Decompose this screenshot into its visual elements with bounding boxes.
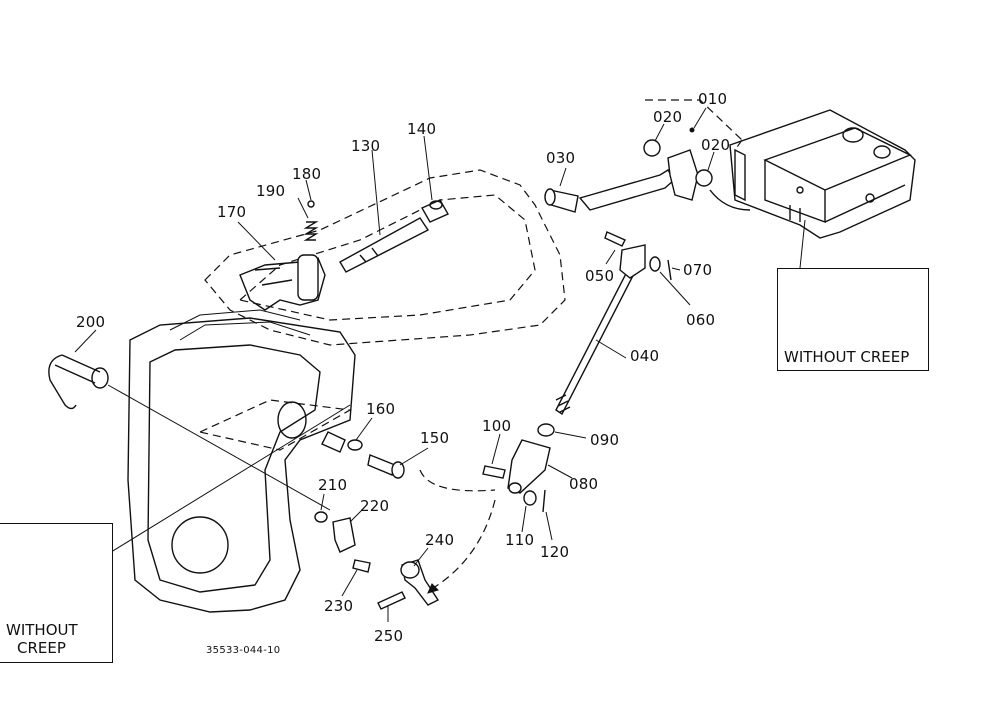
label-030: 030 bbox=[546, 149, 576, 167]
label-120: 120 bbox=[540, 543, 570, 561]
lever-hub-010 bbox=[667, 149, 699, 201]
cotter-120 bbox=[542, 489, 546, 513]
clevis-050 bbox=[619, 244, 646, 279]
label-080: 080 bbox=[569, 475, 599, 493]
bolt-150 bbox=[367, 454, 396, 476]
clevis-080 bbox=[507, 439, 551, 494]
drawing-reference-number: 35533-044-10 bbox=[206, 645, 281, 656]
label-130: 130 bbox=[351, 137, 381, 155]
label-170: 170 bbox=[217, 203, 247, 221]
washer-160 bbox=[347, 439, 363, 451]
cotter-070 bbox=[667, 259, 672, 281]
nut-090 bbox=[537, 423, 555, 437]
label-140: 140 bbox=[407, 120, 437, 138]
case-inner-outline bbox=[238, 194, 536, 321]
housing-body bbox=[127, 317, 356, 613]
label-110: 110 bbox=[505, 531, 535, 549]
label-190: 190 bbox=[256, 182, 286, 200]
label-060: 060 bbox=[686, 311, 716, 329]
label-070: 070 bbox=[683, 261, 713, 279]
housing-boss bbox=[277, 401, 307, 439]
lever-bracket-housing bbox=[729, 109, 916, 239]
label-020-left: 020 bbox=[653, 108, 683, 126]
label-050: 050 bbox=[585, 267, 615, 285]
label-200: 200 bbox=[76, 313, 106, 331]
label-250: 250 bbox=[374, 627, 404, 645]
bushing-020-right bbox=[695, 169, 713, 187]
detent-spring bbox=[303, 221, 319, 241]
pin-050 bbox=[604, 231, 626, 247]
label-100: 100 bbox=[482, 417, 512, 435]
detent-ball bbox=[307, 200, 315, 208]
label-010: 010 bbox=[698, 90, 728, 108]
o-ring-210 bbox=[314, 511, 328, 523]
shift-lever-rod bbox=[578, 169, 675, 211]
label-210: 210 bbox=[318, 476, 348, 494]
label-040: 040 bbox=[630, 347, 660, 365]
label-220: 220 bbox=[360, 497, 390, 515]
housing-port-leader bbox=[198, 399, 352, 451]
pin-hook bbox=[48, 354, 77, 410]
washer-060 bbox=[649, 256, 661, 272]
without-creep-text-left-2: CREEP bbox=[17, 639, 66, 657]
without-creep-box-right: WITHOUT CREEP bbox=[777, 268, 929, 371]
label-150: 150 bbox=[420, 429, 450, 447]
leader-lines bbox=[69, 107, 853, 622]
pin-250 bbox=[377, 591, 406, 610]
shift-fork bbox=[239, 257, 326, 311]
without-creep-text-right: WITHOUT CREEP bbox=[784, 348, 910, 366]
without-creep-text-left-1: WITHOUT bbox=[6, 621, 78, 639]
washer-110 bbox=[523, 490, 537, 506]
shift-rod bbox=[339, 217, 430, 273]
spacer bbox=[321, 431, 346, 453]
label-090: 090 bbox=[590, 431, 620, 449]
housing-top-edge bbox=[169, 309, 301, 331]
housing-bore bbox=[171, 516, 229, 574]
label-020-right: 020 bbox=[701, 136, 731, 154]
rod-collar bbox=[421, 199, 449, 223]
housing-front-face bbox=[147, 344, 321, 593]
label-240: 240 bbox=[425, 531, 455, 549]
pin-shaft bbox=[54, 354, 101, 384]
label-160: 160 bbox=[366, 400, 396, 418]
bolt-230 bbox=[352, 559, 371, 573]
transmission-case-outline bbox=[204, 169, 566, 346]
label-230: 230 bbox=[324, 597, 354, 615]
pin-100 bbox=[482, 465, 506, 479]
without-creep-box-left: WITHOUT CREEP bbox=[0, 523, 113, 663]
fork-boss bbox=[297, 254, 319, 301]
label-180: 180 bbox=[292, 165, 322, 183]
bushing-020-left bbox=[643, 139, 661, 157]
plate-220 bbox=[332, 517, 356, 553]
